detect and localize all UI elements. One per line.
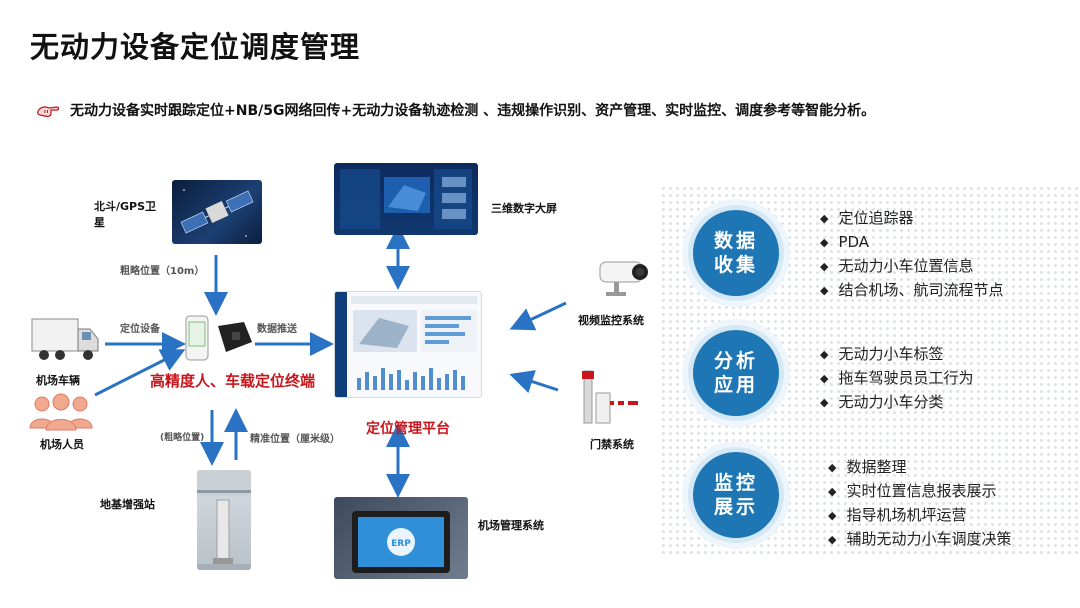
3d-screen-label: 三维数字大屏 [491, 202, 557, 215]
pointing-hand-icon [37, 106, 60, 117]
list-item: 实时位置信息报表展示 [828, 480, 1011, 504]
arrow-staff-up [94, 349, 186, 397]
3d-screen-image [334, 163, 478, 235]
terminal-device-image [182, 312, 256, 364]
list-item: PDA [820, 231, 1003, 255]
circle-text-line2: 展示 [713, 496, 758, 518]
page-title: 无动力设备定位调度管理 [30, 30, 361, 64]
platform-dashboard-image [334, 291, 482, 398]
subtitle-row: 无动力设备实时跟踪定位+NB/5G网络回传+无动力设备轨迹检测 、违规操作识别、… [36, 100, 875, 120]
list-item: 拖车驾驶员员工行为 [820, 367, 973, 391]
gate-barrier-image [578, 367, 638, 427]
list-item: 辅助无动力小车调度决策 [828, 528, 1011, 552]
data-collection-list: 定位追踪器 PDA 无动力小车位置信息 结合机场、航司流程节点 [820, 207, 1003, 303]
list-item: 无动力小车分类 [820, 391, 973, 415]
panel-circle-analysis: 分析 应用 [688, 325, 784, 421]
terminal-label: 高精度人、车载定位终端 [150, 372, 316, 390]
list-item: 定位追踪器 [820, 207, 1003, 231]
arrow-gate-left [509, 370, 559, 393]
staff-label: 机场人员 [40, 438, 84, 451]
circle-text-line1: 数据 [713, 230, 758, 252]
base-station-label: 地基增强站 [100, 498, 155, 511]
platform-label: 定位管理平台 [366, 421, 450, 437]
data-push-label: 数据推送 [257, 324, 297, 335]
panel-circle-data-collection: 数据 收集 [688, 205, 784, 301]
circle-text-line2: 应用 [713, 374, 758, 396]
camera-image [596, 256, 656, 300]
satellite-image [172, 180, 262, 244]
circle-text-line2: 收集 [713, 254, 758, 276]
coarse-position-label: 粗略位置（10m） [120, 266, 205, 277]
list-item: 指导机场机坪运营 [828, 504, 1011, 528]
people-icon [28, 392, 94, 432]
circle-text-line1: 分析 [713, 350, 758, 372]
gate-system-label: 门禁系统 [590, 438, 634, 451]
erp-tablet-image: ERP [334, 497, 468, 579]
coarse-position-label-2: (粗略位置) [160, 433, 205, 443]
circle-text-line1: 监控 [713, 472, 758, 494]
list-item: 无动力小车位置信息 [820, 255, 1003, 279]
satellite-label: 北斗/GPS卫星 [94, 200, 157, 229]
subtitle: 无动力设备实时跟踪定位+NB/5G网络回传+无动力设备轨迹检测 、违规操作识别、… [70, 103, 876, 119]
analysis-list: 无动力小车标签 拖车驾驶员员工行为 无动力小车分类 [820, 343, 973, 415]
list-item: 结合机场、航司流程节点 [820, 279, 1003, 303]
locating-device-label: 定位设备 [120, 324, 160, 335]
panel-circle-monitoring: 监控 展示 [688, 447, 784, 543]
vehicle-label: 机场车辆 [36, 374, 80, 387]
base-station-image [197, 470, 251, 570]
list-item: 数据整理 [828, 456, 1011, 480]
airport-mgmt-label: 机场管理系统 [478, 519, 544, 532]
video-system-label: 视频监控系统 [578, 314, 644, 327]
monitoring-list: 数据整理 实时位置信息报表展示 指导机场机坪运营 辅助无动力小车调度决策 [828, 456, 1011, 552]
erp-text: ERP [391, 539, 411, 549]
list-item: 无动力小车标签 [820, 343, 973, 367]
precise-position-label: 精准位置（厘米级） [250, 434, 340, 445]
arrow-video-left [509, 301, 567, 331]
truck-image [30, 313, 100, 365]
